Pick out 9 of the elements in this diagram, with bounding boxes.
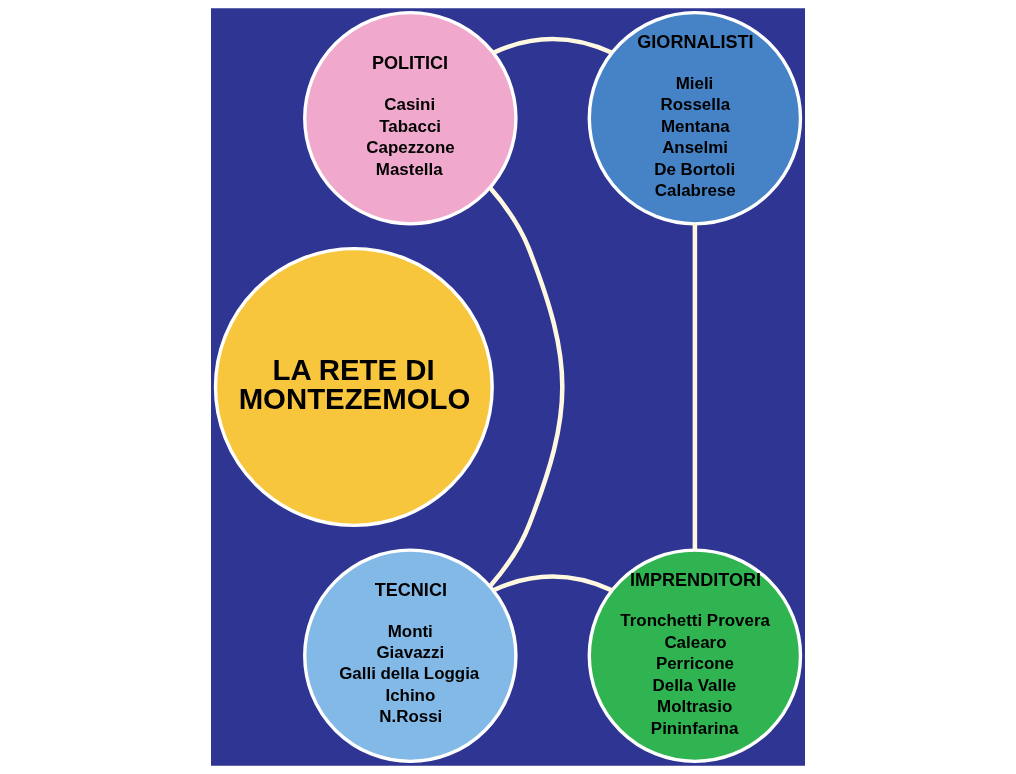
node-circle: POLITICI Casini Tabacci Capezzone Mastella — [303, 10, 518, 226]
connector — [488, 186, 565, 588]
connector — [692, 223, 698, 550]
node-circle: IMPRENDITORI Tronchetti Provera Calearo Perricone Della Valle Moltrasio Pininfarina — [587, 548, 803, 764]
connector — [492, 574, 613, 593]
node-circle: GIORNALISTI Mieli Rossella Mentana Anselmi De Bortoli Calabrese — [587, 10, 803, 226]
connector — [492, 36, 613, 55]
node-circle: LA RETE DI MONTEZEMOLO — [213, 246, 494, 528]
node-circle: TECNICI Monti Giavazzi Galli della Loggia Ichino N.Rossi — [303, 548, 518, 764]
